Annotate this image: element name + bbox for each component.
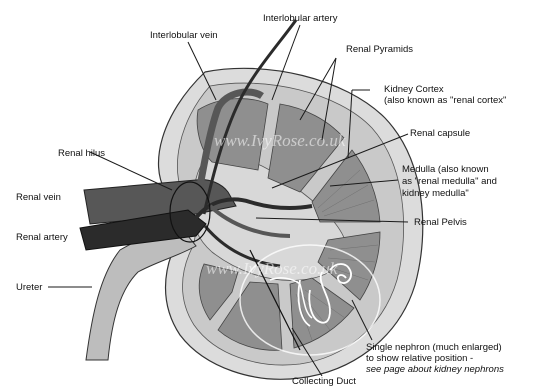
watermark-top: www.IvyRose.co.uk [214,131,346,150]
label-medulla-2: as "renal medulla" and [402,176,497,187]
label-kidney-cortex: Kidney Cortex [384,84,444,95]
label-ureter: Ureter [16,282,42,293]
label-interlobular-artery: Interlobular artery [263,13,338,24]
label-renal-pyramids: Renal Pyramids [346,44,413,55]
label-nephron-3: see page about kidney nephrons [366,364,504,375]
label-renal-vein: Renal vein [16,192,61,203]
label-renal-capsule: Renal capsule [410,128,470,139]
label-medulla-1: Medulla (also known [402,164,489,175]
watermark-bottom: www.IvyRose.co.uk [206,259,338,278]
label-nephron-1: Single nephron (much enlarged) [366,342,502,353]
label-renal-pelvis: Renal Pelvis [414,217,467,228]
label-interlobular-vein: Interlobular vein [150,30,218,41]
label-renal-artery: Renal artery [16,232,68,243]
label-renal-hilus: Renal hilus [58,148,105,159]
label-collecting-duct: Collecting Duct [292,376,356,387]
label-medulla-3: kidney medulla" [402,188,469,199]
label-nephron-2: to show relative position - [366,353,473,364]
label-kidney-cortex-note: (also known as "renal cortex" [384,95,506,106]
